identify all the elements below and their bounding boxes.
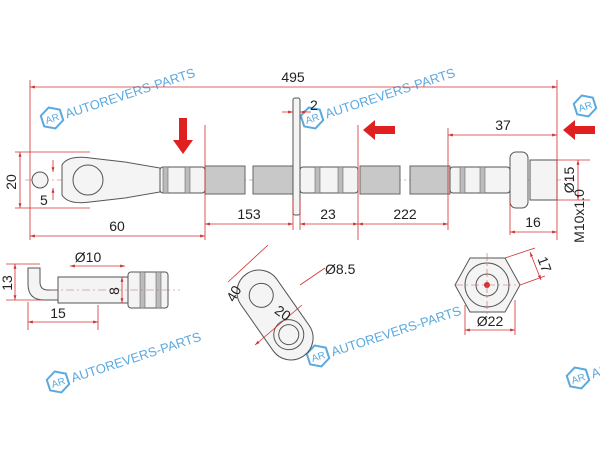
dim-side-height: 13: [0, 275, 15, 291]
dim-bracket-length: 40: [223, 283, 245, 305]
dim-side-diameter: Ø10: [75, 249, 102, 265]
dim-nut-diameter: Ø15: [561, 167, 577, 194]
dim-flange-thickness: 2: [310, 97, 318, 113]
watermark: AUTOREVERS-PARTS: [571, 53, 600, 121]
dim-right-end: 37: [495, 117, 511, 133]
arrow-left-icon: [363, 120, 395, 140]
dim-middle-fitting: 23: [320, 206, 336, 222]
dim-side-length: 15: [50, 305, 66, 321]
brake-hose: [25, 97, 575, 216]
end-side-view: [27, 267, 180, 309]
dim-thread: M10x1.0: [571, 189, 587, 243]
hex-nut-view: [454, 253, 521, 318]
svg-text:AUTOREVERS-PARTS: AUTOREVERS-PARTS: [63, 65, 197, 121]
watermark: AUTOREVERS-PARTS: [304, 303, 463, 371]
watermark: AUTOREVERS-PARTS: [298, 65, 457, 133]
dim-overall-length: 495: [281, 69, 305, 85]
dim-eye-width: 20: [3, 174, 19, 190]
watermark: AUTOREVERS-PARTS: [38, 65, 197, 133]
dim-bracket-hole: Ø8.5: [325, 261, 356, 277]
arrow-down-icon: [173, 118, 193, 154]
dim-hose-segment-1: 153: [237, 206, 261, 222]
dim-nut-length: 16: [525, 214, 541, 230]
dim-eye-pin: 5: [40, 192, 48, 208]
watermark: AUTOREVERS-PARTS: [44, 329, 203, 397]
svg-text:AUTOREVERS-PARTS: AUTOREVERS-PARTS: [329, 303, 463, 359]
watermark: AUTOREVERS-PARTS: [564, 325, 600, 393]
svg-text:AUTOREVERS-PARTS: AUTOREVERS-PARTS: [589, 325, 600, 381]
dim-side-thickness: 8: [106, 287, 122, 295]
dim-hex-size: 17: [535, 254, 555, 274]
dim-hose-segment-2: 222: [393, 206, 417, 222]
bracket-view: [236, 269, 314, 361]
svg-text:AUTOREVERS-PARTS: AUTOREVERS-PARTS: [69, 329, 203, 385]
svg-text:AUTOREVERS-PARTS: AUTOREVERS-PARTS: [323, 65, 457, 121]
svg-text:AUTOREVERS-PARTS: AUTOREVERS-PARTS: [596, 53, 600, 109]
arrow-left-icon: [563, 120, 595, 140]
dim-hex-diameter: Ø22: [477, 313, 504, 329]
dim-left-end: 60: [109, 218, 125, 234]
